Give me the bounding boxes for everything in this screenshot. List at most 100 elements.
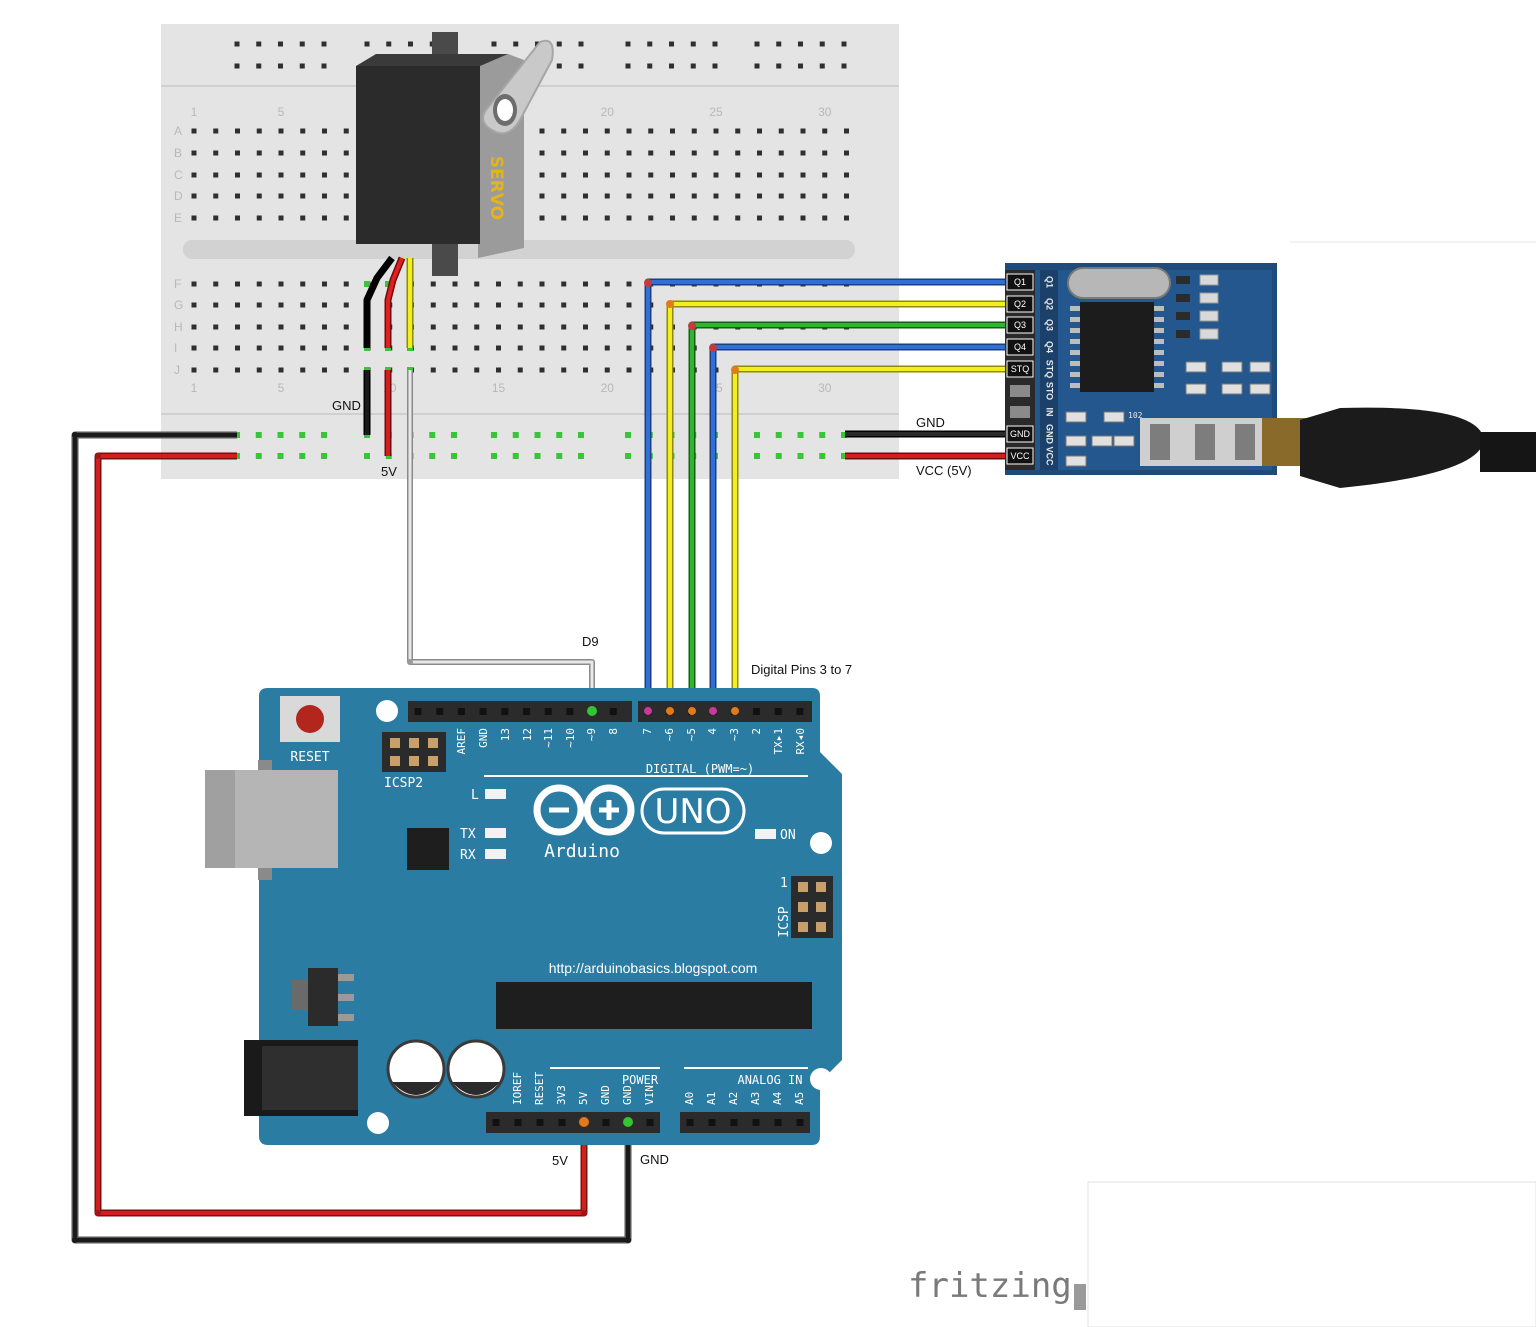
- icsp-label: ICSP: [777, 906, 792, 937]
- breadboard-hole: [300, 193, 306, 199]
- digital-pin-label: 2: [750, 728, 763, 735]
- breadboard-hole: [343, 172, 349, 178]
- breadboard-hole: [583, 150, 588, 156]
- rf-side-label: GND: [1045, 424, 1055, 445]
- reset-button[interactable]: [296, 705, 324, 733]
- breadboard-hole: [474, 324, 480, 330]
- breadboard-hole: [235, 367, 240, 373]
- pin-connection-dot: [666, 707, 674, 715]
- breadboard-hole: [561, 324, 567, 330]
- breadboard-rail-hole: [625, 63, 631, 69]
- header-hole: [514, 1119, 522, 1126]
- breadboard-row-letter: C: [174, 168, 183, 182]
- breadboard-hole: [235, 281, 240, 287]
- breadboard-hole: [452, 324, 458, 330]
- breadboard-hole: [191, 367, 197, 373]
- breadboard-connected-hole: [277, 453, 284, 459]
- breadboard-rail-hole: [776, 41, 782, 47]
- rf-smd-component: [1091, 435, 1113, 447]
- icsp2-pin: [428, 756, 438, 766]
- breadboard-rail-hole: [299, 41, 305, 47]
- rf-pin: [1006, 447, 1034, 465]
- breadboard-hole: [322, 172, 327, 178]
- power-header: [486, 1112, 660, 1133]
- breadboard-hole: [670, 150, 675, 156]
- rf-chip-pin: [1070, 372, 1080, 377]
- breadboard-rail-hole: [386, 41, 392, 47]
- breadboard-hole: [256, 324, 262, 330]
- breadboard-rail-hole: [556, 63, 562, 69]
- breadboard-connected-hole: [797, 432, 804, 438]
- icsp2-pin: [390, 738, 400, 748]
- breadboard-hole: [278, 302, 284, 308]
- breadboard-hole: [322, 324, 327, 330]
- breadboard-connected-hole: [534, 432, 541, 438]
- breadboard-connected-hole: [578, 432, 584, 438]
- wire-servo-black-outline: [363, 255, 395, 348]
- breadboard-connected-hole: [625, 432, 631, 438]
- breadboard-hole: [648, 128, 654, 134]
- arduino-gnd-label: GND: [640, 1152, 669, 1167]
- breadboard-hole: [735, 150, 741, 156]
- rf-side-label: VCC: [1045, 446, 1055, 466]
- header-hole: [686, 1119, 694, 1126]
- rf-led: [1176, 276, 1190, 284]
- breadboard-hole: [235, 150, 240, 156]
- servo-motor: SERVO: [356, 32, 554, 276]
- rf-led: [1176, 312, 1190, 320]
- breadboard-connected-hole: [277, 432, 284, 438]
- servo-gnd-label: GND: [332, 398, 361, 413]
- power-jack-inner: [262, 1046, 358, 1110]
- breadboard-row-letter: B: [174, 146, 182, 160]
- header-hole: [609, 708, 617, 715]
- breadboard-rail-hole: [669, 41, 674, 47]
- rf-crystal: [1067, 267, 1171, 299]
- breadboard-hole: [583, 302, 588, 308]
- arduino-mount-hole: [810, 1068, 832, 1090]
- breadboard-connected-hole: [556, 453, 563, 459]
- rf-chip-pin: [1070, 328, 1080, 333]
- rf-chip-pin: [1070, 317, 1080, 322]
- rf-side-label: STO: [1045, 382, 1055, 400]
- breadboard-hole: [496, 302, 501, 308]
- breadboard-hole: [604, 367, 610, 373]
- wire-corner-dot: [72, 432, 78, 438]
- arduino-mount-hole: [376, 700, 398, 722]
- breadboard-rail-hole: [647, 63, 653, 69]
- breadboard-hole: [278, 215, 284, 221]
- power-pin-label: GND: [599, 1085, 612, 1105]
- breadboard-hole: [583, 367, 588, 373]
- digital-header-label: DIGITAL (PWM=~): [646, 762, 754, 776]
- rf-pin: [1006, 425, 1034, 443]
- icsp-pin: [816, 922, 826, 932]
- digital-pin-label: ~6: [663, 728, 676, 741]
- breadboard-rail-hole: [578, 63, 584, 69]
- header-hole: [796, 1119, 804, 1126]
- breadboard-connected-hole: [841, 453, 847, 459]
- breadboard-connected-hole: [841, 432, 847, 438]
- rf-smd-component: [1221, 383, 1243, 395]
- breadboard-hole: [235, 128, 240, 134]
- led-tx-label: TX: [460, 827, 476, 842]
- breadboard-hole: [822, 172, 828, 178]
- breadboard-hole: [278, 345, 284, 351]
- breadboard-hole: [322, 193, 327, 199]
- breadboard-hole: [430, 367, 436, 373]
- breadboard-rail-hole: [798, 63, 803, 69]
- breadboard-hole: [235, 345, 240, 351]
- pin-connection-dot: [579, 1117, 589, 1127]
- header-hole: [730, 1119, 738, 1126]
- breadboard-connected-hole: [534, 453, 541, 459]
- breadboard-connected-hole: [255, 432, 262, 438]
- rf-pin-label: GND: [1010, 429, 1031, 439]
- breadboard-column-number: 1: [191, 105, 198, 119]
- breadboard-hole: [300, 324, 306, 330]
- breadboard-hole: [626, 193, 632, 199]
- breadboard-hole: [452, 367, 458, 373]
- rf-chip-pin: [1070, 339, 1080, 344]
- rf-chip-pin: [1070, 350, 1080, 355]
- breadboard-hole: [822, 128, 828, 134]
- power-pin-label: RESET: [533, 1072, 546, 1105]
- breadboard-rail-hole: [256, 41, 262, 47]
